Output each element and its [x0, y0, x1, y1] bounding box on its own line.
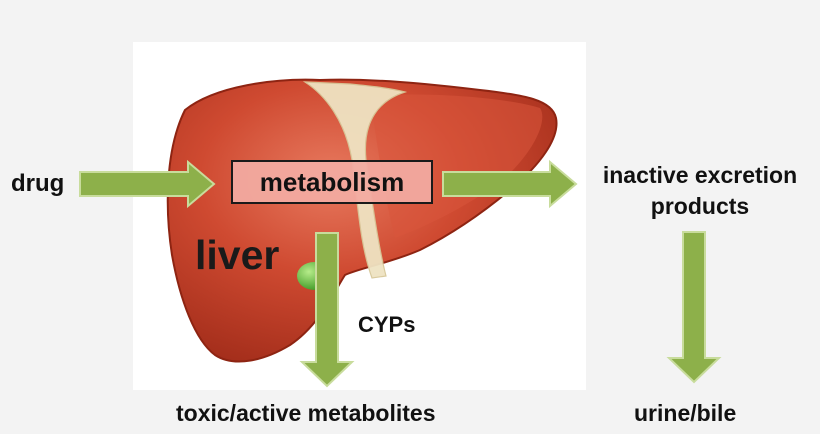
arrow-to-toxic-metabolites: [299, 232, 355, 388]
cyps-label: CYPs: [358, 312, 416, 337]
inactive-line-1: inactive excretion: [602, 162, 798, 188]
arrow-to-urine-bile: [666, 231, 722, 384]
drug-label: drug: [11, 170, 65, 197]
toxic-active-metabolites-label: toxic/active metabolites: [176, 400, 436, 426]
metabolism-label: metabolism: [259, 166, 405, 197]
arrow-metabolism-to-excretion: [442, 159, 578, 209]
urine-bile-label: urine/bile: [634, 400, 737, 426]
inactive-line-2: products: [650, 193, 750, 219]
arrow-drug-to-metabolism: [79, 159, 216, 209]
inactive-excretion-products-label: inactive excretion products: [584, 160, 816, 222]
metabolism-box: metabolism: [231, 160, 433, 204]
liver-label: liver: [195, 232, 280, 278]
